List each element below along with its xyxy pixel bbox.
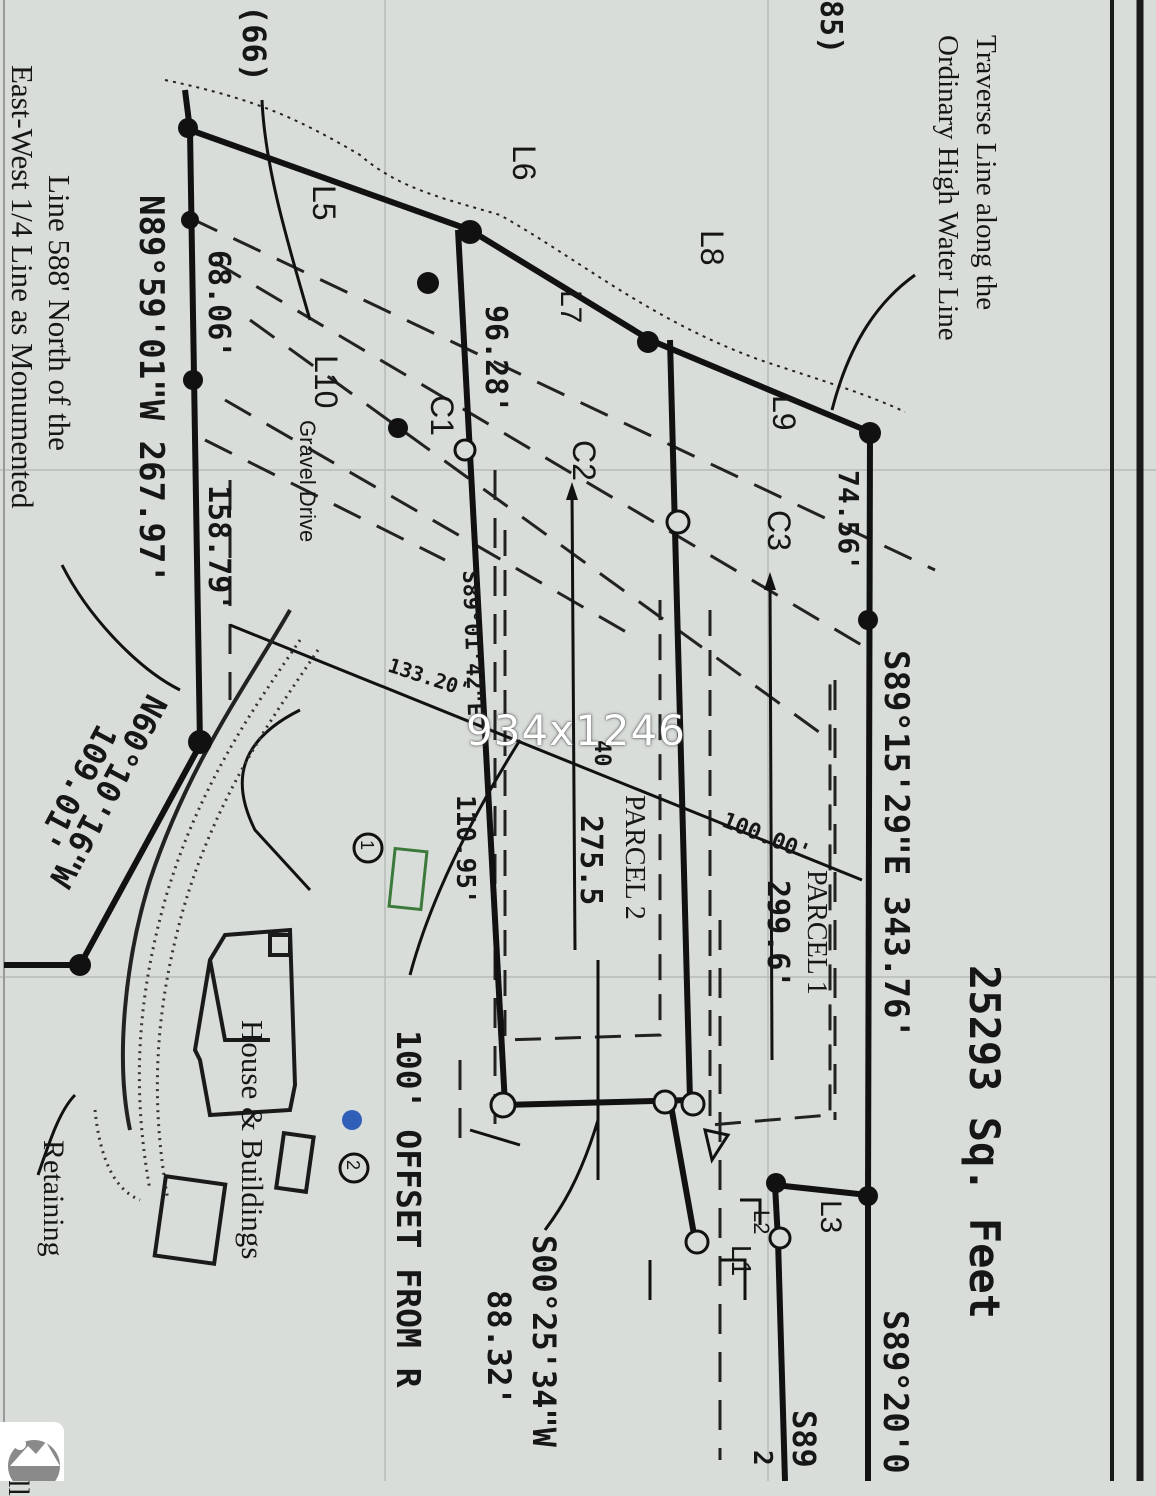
line-label-l2: L2	[749, 1210, 774, 1235]
retaining-wall-1: Retaining	[37, 1140, 70, 1257]
dist-2: 2	[747, 1450, 777, 1466]
parcel-2-length: 275.5	[573, 815, 608, 906]
survey-points-open	[453, 438, 792, 1255]
buildings	[152, 927, 316, 1267]
survey-points-solid	[69, 118, 881, 1206]
dist-66: (66)	[235, 5, 273, 83]
gravel-drive-label: Gravel Drive	[295, 420, 320, 543]
traverse-note-line1: Traverse Line along the	[970, 35, 1002, 311]
drive-edge-solid	[120, 609, 292, 1131]
curve-label-c1: C1	[424, 395, 460, 436]
east-line-bearing: S89°15'29"E 343.76'	[876, 650, 916, 1039]
house-label: House & Buildings	[235, 1020, 270, 1260]
line-label-l3: L3	[814, 1200, 847, 1234]
line-label-l10: L10	[308, 355, 344, 409]
marker-1: 1	[357, 840, 377, 851]
dist-96-28: 96.28'	[478, 305, 513, 414]
thin-lines	[36, 99, 916, 1231]
dist-68-06: 68.06'	[201, 250, 236, 359]
parcel-1-length: 299.6'	[760, 880, 795, 989]
north-line-note-1: Line 588' North of the	[42, 175, 77, 451]
image-size-watermark: 934x1246	[466, 706, 686, 755]
page-border	[3, 0, 1144, 1481]
east-line-bearing-2: S89°20'0	[875, 1310, 915, 1474]
line-label-l9: L9	[766, 395, 802, 431]
parcel-2-name: PARCEL 2	[619, 795, 650, 920]
blue-dot	[342, 1110, 362, 1130]
south-line-distance: 88.32'	[480, 1290, 518, 1406]
south-line-bearing: S00°25'34"W	[525, 1235, 563, 1447]
north-line-note-2: East-West 1/4 Line as Monumented	[5, 65, 40, 509]
marker-circles	[338, 832, 384, 1184]
boundary-lines	[4, 89, 873, 1481]
bracket-marks	[469, 1128, 762, 1300]
dist-110-95: 110.95'	[450, 795, 480, 905]
line-label-l6: L6	[506, 145, 542, 181]
traverse-note-line2: Ordinary High Water Line	[932, 35, 964, 341]
dist-top: 85)	[813, 0, 848, 55]
offset-note: 100' OFFSET FROM R	[389, 1030, 428, 1388]
offset-dashed-lines	[189, 216, 936, 1460]
curve-label-c2: C2	[566, 440, 602, 481]
parcel-1-name: PARCEL 1	[801, 870, 832, 995]
mountain-logo-icon	[8, 1438, 60, 1481]
line-label-l8: L8	[694, 230, 730, 266]
dist-158-79: 158.79'	[201, 485, 236, 612]
line-label-l1: L1	[726, 1245, 757, 1277]
marker-2: 2	[343, 1160, 363, 1171]
west-line-bearing: N89°59'01"W 267.97'	[131, 195, 171, 584]
east-line-bearing-3: S89	[785, 1410, 823, 1468]
line-label-l7: L7	[554, 290, 587, 324]
parcel-boxes	[503, 530, 832, 1127]
water-line	[164, 79, 906, 413]
arrows	[566, 482, 776, 1164]
curve-label-c3: C3	[761, 510, 797, 551]
area-label: 25293 Sq. Feet	[960, 965, 1009, 1320]
green-structure	[387, 846, 429, 912]
dist-74-56: 74.56'	[832, 470, 865, 572]
site-logo	[0, 1422, 64, 1481]
line-label-l5: L5	[306, 185, 342, 221]
gravel-drive-edges	[93, 639, 320, 1202]
